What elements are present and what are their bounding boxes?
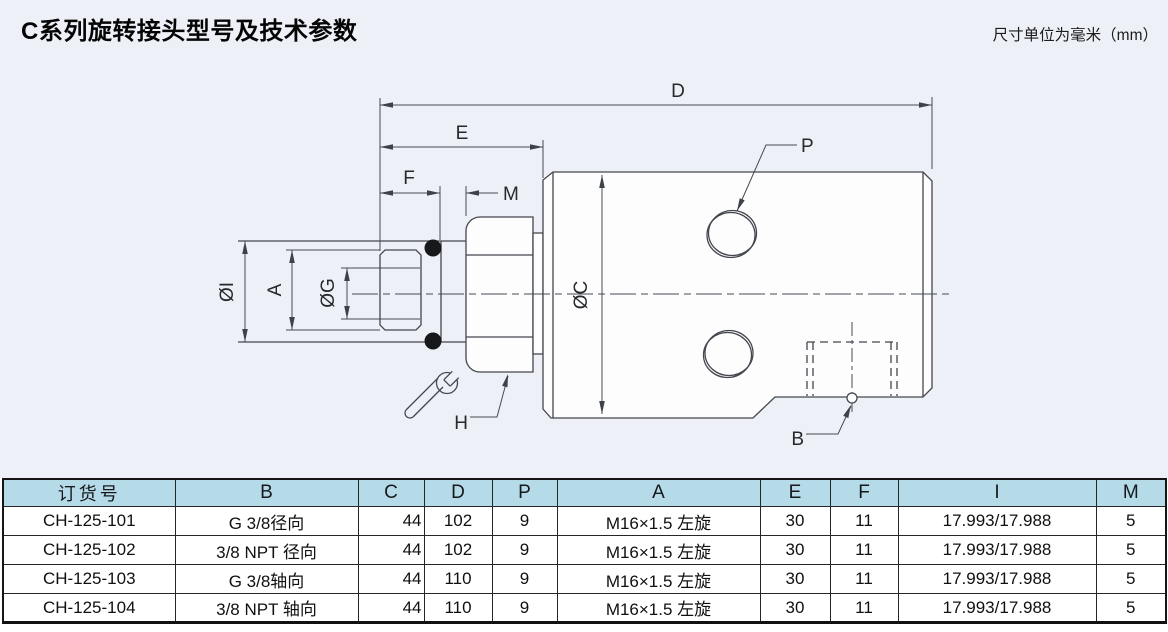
table-cell: M16×1.5 左旋 [556, 564, 761, 594]
table-cell: 44 [357, 535, 425, 565]
table-cell: 11 [829, 506, 899, 536]
table-cell: 30 [759, 564, 831, 594]
dim-label-f: F [403, 168, 415, 189]
column-header-f: F [829, 478, 899, 507]
table-cell: 30 [759, 535, 831, 565]
table-cell: CH-125-103 [2, 564, 176, 594]
table-cell: 17.993/17.988 [897, 564, 1097, 594]
dim-label-b: B [791, 429, 804, 450]
table-row: CH-125-104 3/8 NPT 轴向 44 110 9 M16×1.5 左… [2, 593, 1167, 623]
table-cell: G 3/8轴向 [174, 564, 359, 594]
dim-label-a: A [265, 283, 286, 296]
column-header-e: E [759, 478, 831, 507]
dim-label-m: M [503, 184, 519, 205]
table-row: CH-125-101 G 3/8径向 44 102 9 M16×1.5 左旋 3… [2, 506, 1167, 536]
header-row: 订货号 B C D P A E F I M [2, 478, 1167, 507]
o-ring-bottom [424, 332, 442, 350]
column-header-p: P [491, 478, 558, 507]
dim-label-i: ØI [217, 282, 238, 302]
column-header-c: C [357, 478, 425, 507]
dim-label-g: ØG [318, 278, 339, 308]
table-cell: CH-125-104 [2, 593, 176, 623]
column-header-order-no: 订货号 [2, 478, 176, 507]
column-header-i: I [897, 478, 1097, 507]
technical-drawing: D E F M P ØI A ØG ØC H B [217, 81, 953, 450]
table-cell: 44 [357, 593, 425, 623]
table-cell: 102 [423, 535, 493, 565]
table-cell: 3/8 NPT 轴向 [174, 593, 359, 623]
port-hole-bottom [704, 329, 754, 377]
table-cell: 5 [1095, 506, 1167, 536]
dim-label-c: ØC [571, 281, 592, 310]
spec-table: 订货号 B C D P A E F I M CH-125-101 G 3/8径向… [2, 478, 1167, 624]
table-cell: 5 [1095, 593, 1167, 623]
table-cell: 102 [423, 506, 493, 536]
dim-label-p: P [801, 136, 814, 157]
table-cell: 3/8 NPT 径向 [174, 535, 359, 565]
column-header-a: A [556, 478, 761, 507]
table-cell: 9 [491, 506, 558, 536]
table-cell: 9 [491, 564, 558, 594]
column-header-m: M [1095, 478, 1167, 507]
table-cell: 11 [829, 535, 899, 565]
table-cell: 17.993/17.988 [897, 593, 1097, 623]
table-cell: 44 [357, 564, 425, 594]
table-cell: G 3/8径向 [174, 506, 359, 536]
table-cell: 9 [491, 535, 558, 565]
table-cell: 110 [423, 593, 493, 623]
table-row: CH-125-102 3/8 NPT 径向 44 102 9 M16×1.5 左… [2, 535, 1167, 565]
port-b-point [846, 392, 858, 404]
table-cell: M16×1.5 左旋 [556, 593, 761, 623]
dim-label-h: H [454, 413, 468, 434]
table-row: CH-125-103 G 3/8轴向 44 110 9 M16×1.5 左旋 3… [2, 564, 1167, 594]
table-cell: 17.993/17.988 [897, 535, 1097, 565]
o-ring-top [424, 239, 442, 257]
table-cell: CH-125-102 [2, 535, 176, 565]
housing-body [542, 171, 933, 419]
dim-label-e: E [456, 123, 469, 144]
table-cell: CH-125-101 [2, 506, 176, 536]
table-cell: 17.993/17.988 [897, 506, 1097, 536]
arrowheads [242, 102, 932, 419]
table-cell: 11 [829, 593, 899, 623]
page-title: C系列旋转接头型号及技术参数 [21, 18, 358, 45]
rotary-joint-outline [238, 171, 953, 419]
dim-label-d: D [671, 81, 685, 102]
column-header-b: B [174, 478, 359, 507]
table-cell: M16×1.5 左旋 [556, 535, 761, 565]
port-hole-top [706, 211, 756, 259]
table-cell: 30 [759, 506, 831, 536]
table-cell: 11 [829, 564, 899, 594]
table-cell: 110 [423, 564, 493, 594]
unit-note: 尺寸单位为毫米（mm） [992, 27, 1158, 44]
thread-section [379, 249, 422, 331]
table-cell: 9 [491, 593, 558, 623]
table-cell: 5 [1095, 535, 1167, 565]
table-cell: 30 [759, 593, 831, 623]
table-cell: M16×1.5 左旋 [556, 506, 761, 536]
dimension-labels: D E F M P ØI A ØG ØC H B [217, 81, 814, 450]
hidden-port-b [806, 341, 898, 396]
column-header-d: D [423, 478, 493, 507]
table-cell: 5 [1095, 564, 1167, 594]
table-cell: 44 [357, 506, 425, 536]
wrench-icon [404, 364, 466, 419]
